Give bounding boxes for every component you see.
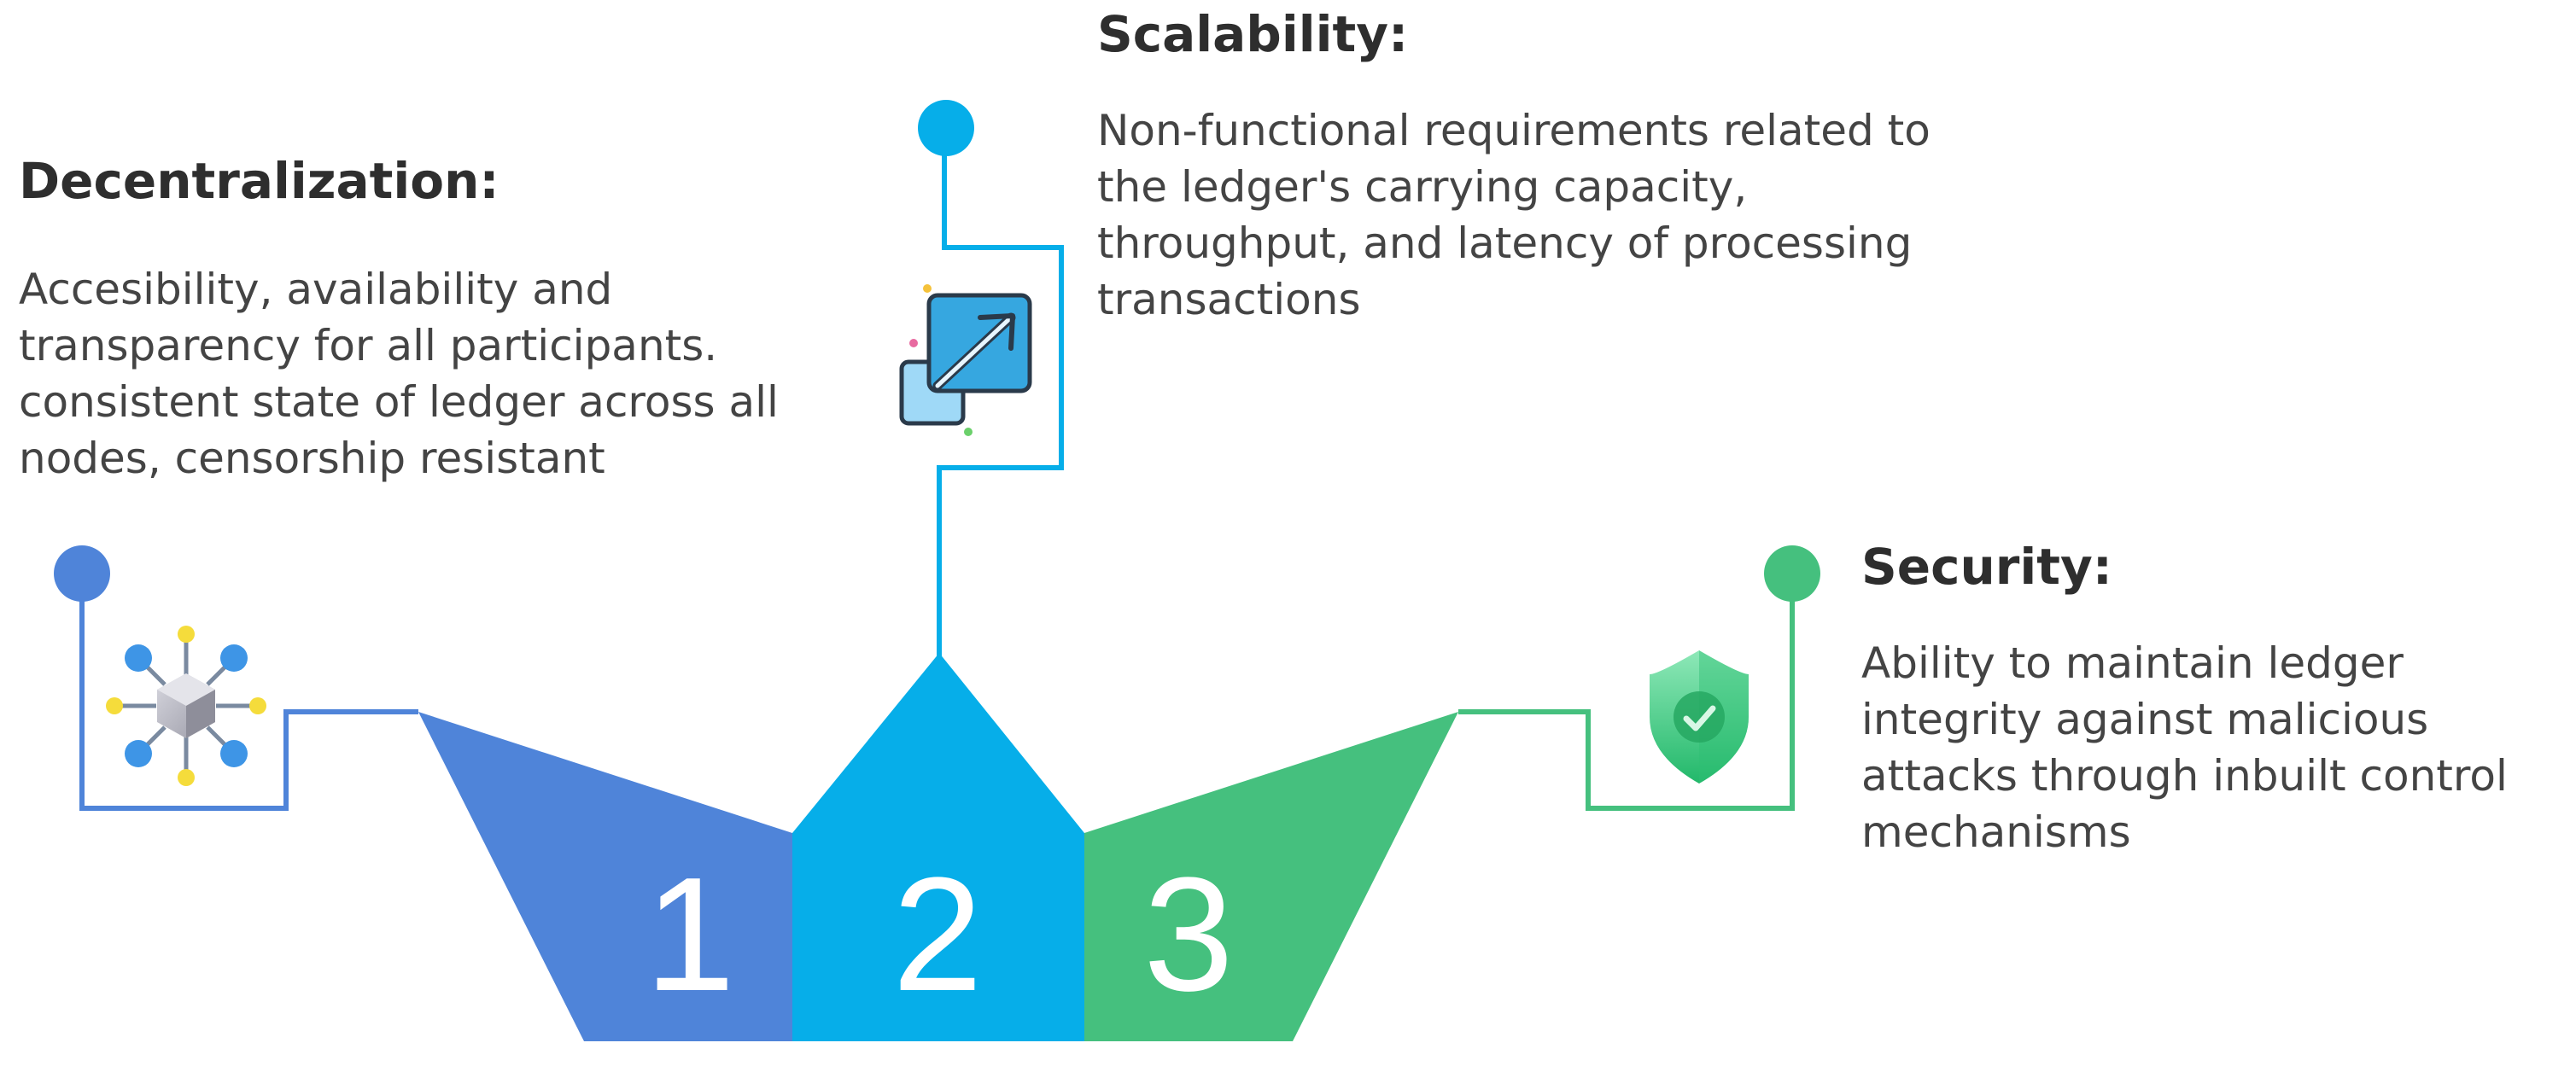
description-line: attacks through inbuilt control <box>1861 750 2508 801</box>
security-text-block: Security: Ability to maintain ledger int… <box>1861 538 2576 860</box>
scalability-connector-line <box>937 128 1064 657</box>
description-line: the ledger's carrying capacity, <box>1097 161 1748 212</box>
description-line: throughput, and latency of processing <box>1097 218 1913 268</box>
description-line: Ability to maintain ledger <box>1861 638 2404 688</box>
description-line: mechanisms <box>1861 807 2131 857</box>
step-1-number: 1 <box>645 844 735 1025</box>
decentralization-connector-line <box>79 574 418 811</box>
shield-check-icon <box>1650 650 1749 784</box>
network-nodes-icon <box>106 626 266 786</box>
step-3-shape <box>1084 712 1458 1041</box>
description-line: consistent state of ledger across all <box>19 376 779 427</box>
description-line: Non-functional requirements related to <box>1097 105 1931 155</box>
security-description: Ability to maintain ledger integrity aga… <box>1861 635 2576 860</box>
step-1-shape <box>418 712 792 1041</box>
decentralization-title: Decentralization: <box>19 152 499 210</box>
step-2-number: 2 <box>892 844 983 1025</box>
decentralization-description: Accesibility, availability and transpare… <box>19 261 873 486</box>
scalability-description: Non-functional requirements related to t… <box>1097 102 2062 328</box>
scalability-text-block: Scalability: Non-functional requirements… <box>1097 5 2062 328</box>
security-title: Security: <box>1861 538 2112 596</box>
scalability-marker-dot <box>918 100 974 156</box>
scalability-title: Scalability: <box>1097 5 1409 63</box>
decentralization-marker-dot <box>54 545 110 602</box>
step-3-number: 3 <box>1143 844 1234 1025</box>
description-line: integrity against malicious <box>1861 694 2429 744</box>
description-line: transparency for all participants. <box>19 320 718 370</box>
description-line: Accesibility, availability and <box>19 264 613 314</box>
decentralization-text-block: Decentralization: Accesibility, availabi… <box>19 152 873 486</box>
security-marker-dot <box>1764 545 1820 602</box>
step-2-shape <box>792 653 1084 1041</box>
description-line: nodes, censorship resistant <box>19 433 605 483</box>
security-connector-line <box>1458 574 1795 811</box>
description-line: transactions <box>1097 274 1361 324</box>
scale-expand-icon <box>899 284 1032 436</box>
